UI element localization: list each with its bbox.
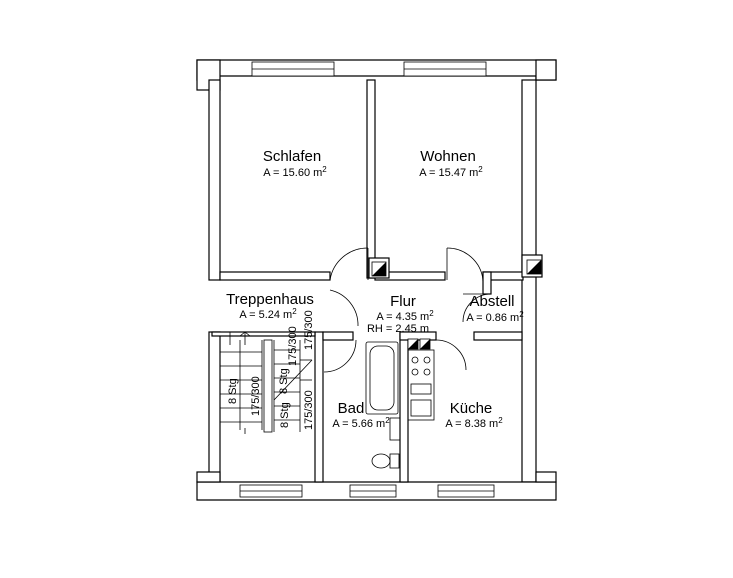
room-name-wohnen: Wohnen xyxy=(420,148,476,165)
room-height-flur: RH = 2.45 m xyxy=(367,323,429,335)
stair-label-flight-b-ratio: 175/300 xyxy=(287,326,299,366)
room-name-bad: Bad xyxy=(338,400,365,417)
room-label-wohnen: Wohnen A = 15.47 m2 xyxy=(419,148,483,179)
room-name-abstell: Abstell xyxy=(469,293,514,310)
staircase xyxy=(220,331,313,434)
stair-annotations: 8 Stg 175/300 8 Stg 8 Stg 175/300 175/30… xyxy=(227,310,315,430)
room-name-treppenhaus: Treppenhaus xyxy=(226,291,314,308)
room-area-abstell: A = 0.86 m2 xyxy=(466,310,524,324)
fixtures xyxy=(365,341,435,469)
room-name-kueche: Küche xyxy=(450,400,493,417)
room-label-abstell: Abstell A = 0.86 m2 xyxy=(466,293,524,324)
room-label-schlafen: Schlafen A = 15.60 m2 xyxy=(263,148,327,179)
doors xyxy=(323,247,492,373)
stair-label-flight-c-count: 8 Stg xyxy=(279,402,291,428)
room-label-kueche: Küche A = 8.38 m2 xyxy=(445,400,503,430)
room-area-flur: A = 4.35 m2 xyxy=(376,309,434,323)
room-name-schlafen: Schlafen xyxy=(263,148,321,165)
room-area-wohnen: A = 15.47 m2 xyxy=(419,165,483,179)
room-area-schlafen: A = 15.60 m2 xyxy=(263,165,327,179)
room-label-bad: Bad A = 5.66 m2 xyxy=(332,400,390,430)
room-area-kueche: A = 8.38 m2 xyxy=(445,416,503,430)
stair-label-flight-c-ratio: 175/300 xyxy=(303,310,315,350)
room-area-bad: A = 5.66 m2 xyxy=(332,416,390,430)
room-name-flur: Flur xyxy=(390,293,416,310)
room-label-flur: Flur A = 4.35 m2 RH = 2.45 m xyxy=(367,293,434,335)
stair-label-flight-d-ratio: 175/300 xyxy=(303,390,315,430)
installation-shafts xyxy=(371,259,542,350)
stair-label-flight-a-ratio: 175/300 xyxy=(250,376,262,416)
stair-label-flight-b-count: 8 Stg xyxy=(278,368,290,394)
room-label-treppenhaus: Treppenhaus A = 5.24 m2 xyxy=(226,291,314,321)
room-area-treppenhaus: A = 5.24 m2 xyxy=(239,307,297,321)
stair-label-flight-a-count: 8 Stg xyxy=(227,378,239,404)
windows xyxy=(239,61,495,498)
